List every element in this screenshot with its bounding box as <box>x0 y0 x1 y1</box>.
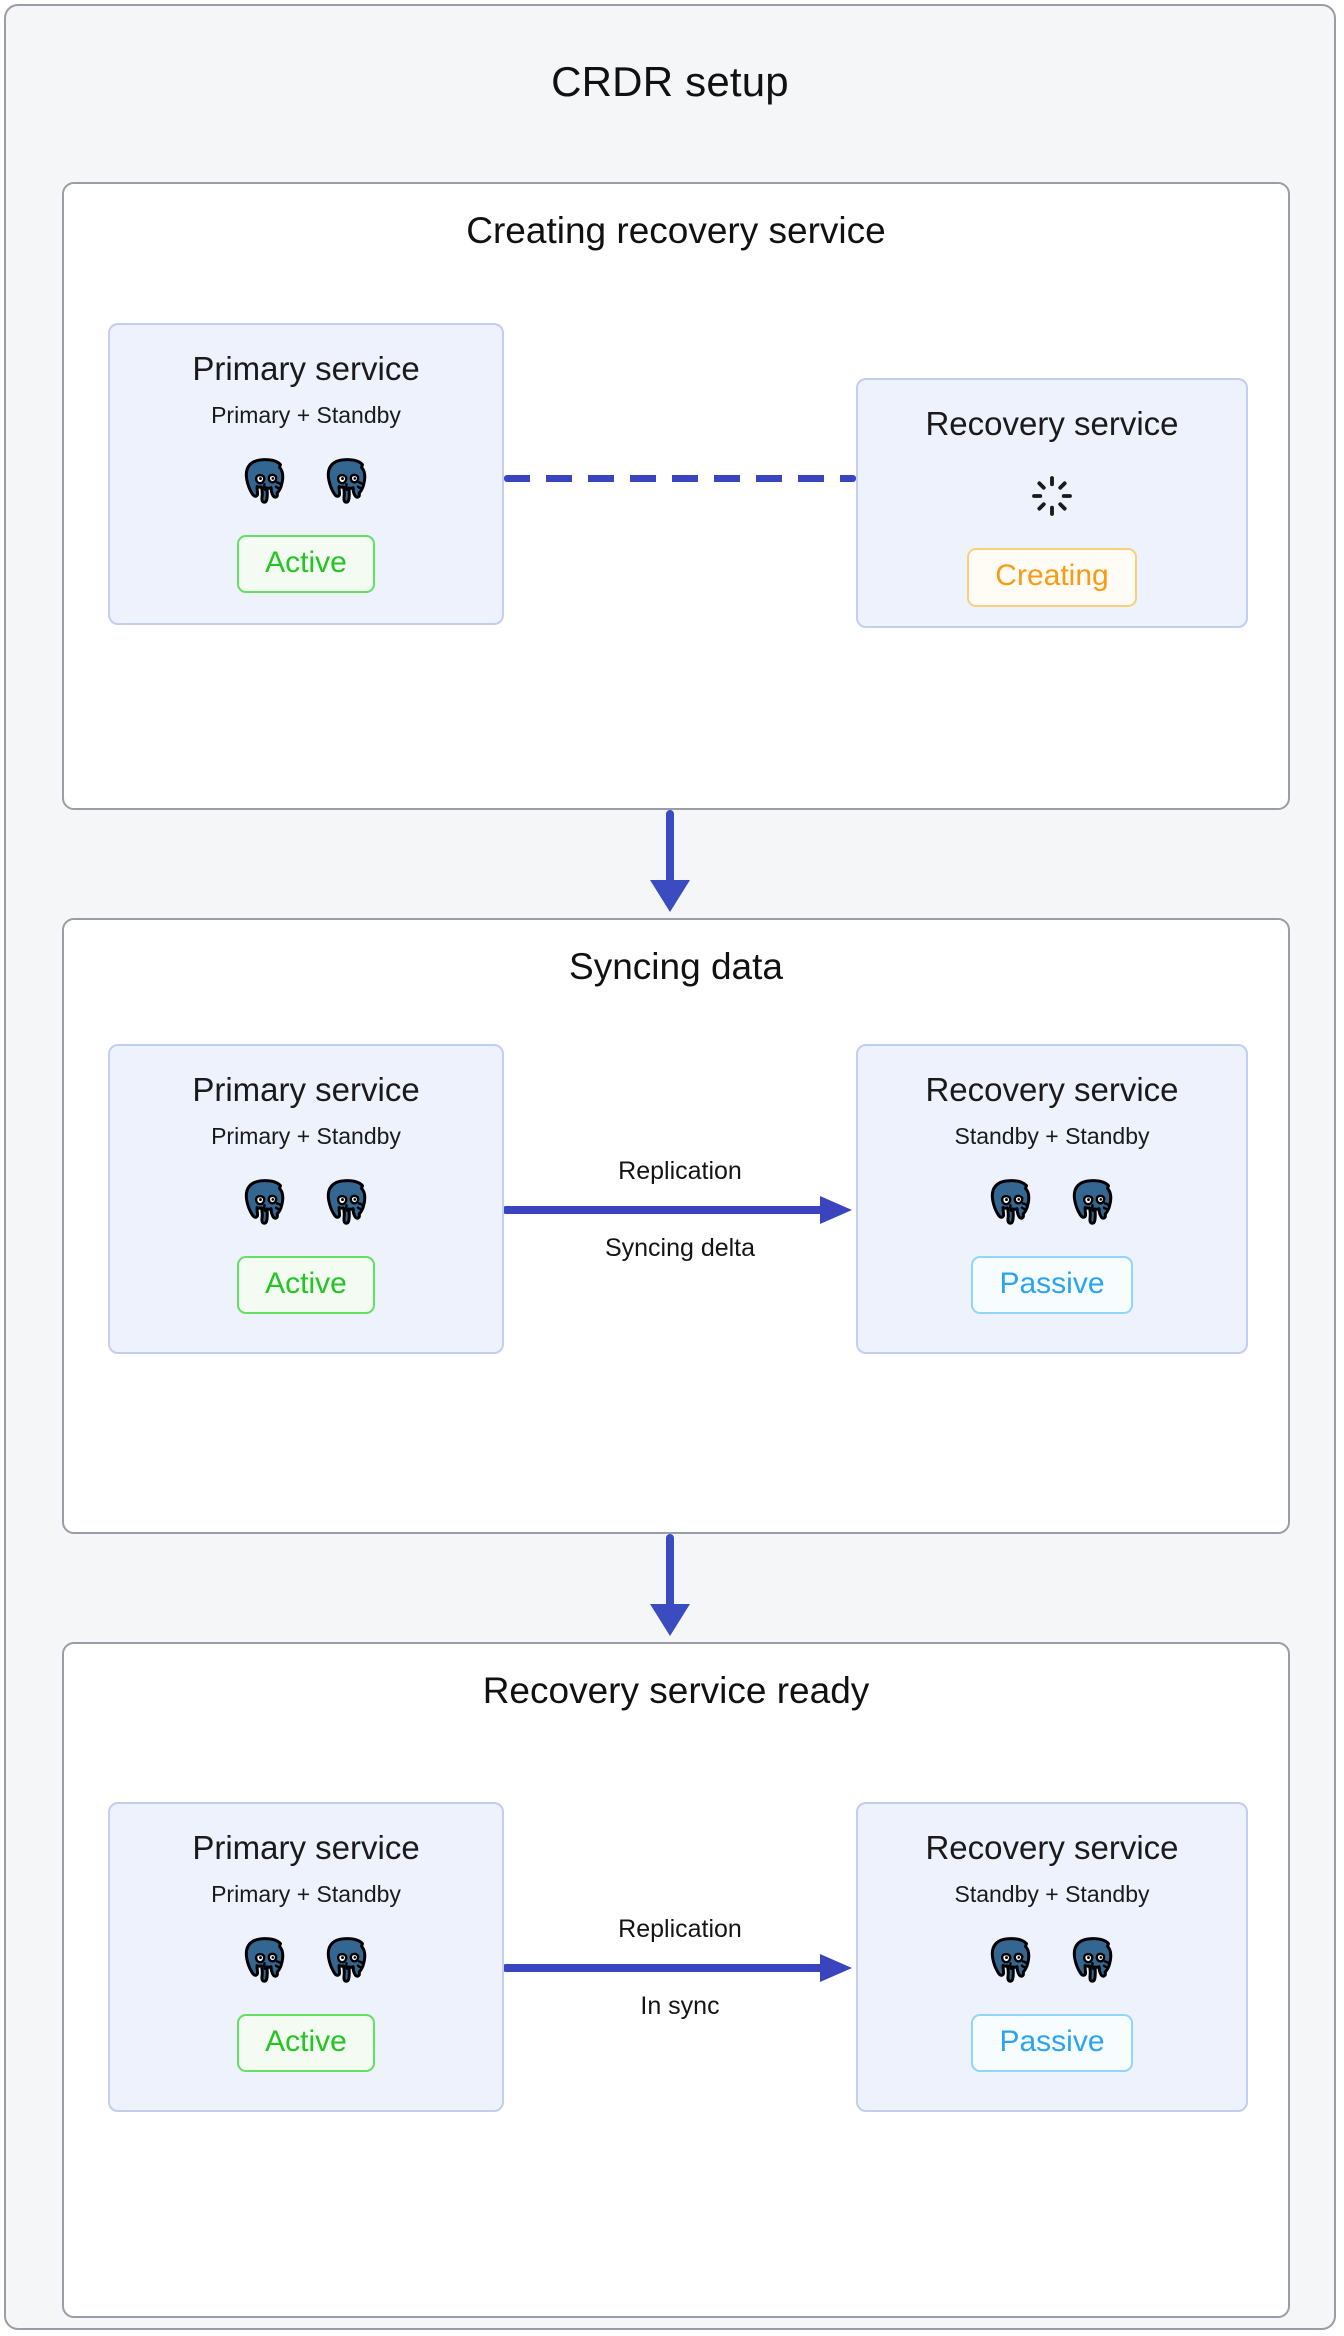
node-list <box>110 451 502 511</box>
recovery-service-card: Recovery service Creating <box>856 378 1248 628</box>
status-badge-row: Passive <box>858 2013 1246 2073</box>
postgresql-elephant-icon <box>1063 1930 1123 1990</box>
postgresql-elephant-icon <box>981 1930 1041 1990</box>
page-title: CRDR setup <box>551 58 789 105</box>
card-topology: Primary + Standby <box>211 402 401 429</box>
status-badge-row: Active <box>110 534 502 594</box>
status-badge: Active <box>237 534 375 594</box>
right-arrow-icon <box>504 1953 852 1982</box>
status-badge-row: Creating <box>858 548 1246 607</box>
status-badge-row: Active <box>110 2013 502 2073</box>
postgresql-elephant-icon <box>317 1172 377 1232</box>
replication-label-bottom: Syncing delta <box>604 1233 756 1262</box>
replication-connector: Replication Syncing delta <box>504 1157 856 1263</box>
replication-label-top: Replication <box>618 1157 742 1185</box>
postgresql-elephant-icon <box>317 1930 377 1990</box>
node-list <box>110 1172 502 1232</box>
primary-service-card: Primary service Primary + Standby <box>108 1802 504 2112</box>
down-arrow-icon <box>6 1534 1334 1642</box>
stage-title: Recovery service ready <box>482 1670 870 1711</box>
postgresql-elephant-icon <box>235 1930 295 1990</box>
postgresql-elephant-icon <box>1063 1172 1123 1232</box>
pending-replication-link <box>504 475 856 482</box>
node-list <box>110 1930 502 1990</box>
status-badge: Passive <box>971 1255 1133 1315</box>
card-topology: Standby + Standby <box>954 1123 1150 1150</box>
status-badge-row: Passive <box>858 1255 1246 1315</box>
node-list <box>858 1930 1246 1990</box>
card-title: Recovery service <box>925 405 1179 442</box>
card-topology: Primary + Standby <box>211 1881 401 1908</box>
card-title: Primary service <box>192 1071 420 1108</box>
replication-connector: Replication In sync <box>504 1915 856 2021</box>
stage-title: Creating recovery service <box>466 210 886 251</box>
status-badge: Creating <box>967 548 1137 607</box>
card-topology: Standby + Standby <box>954 1881 1150 1908</box>
card-title: Primary service <box>192 1829 420 1866</box>
recovery-service-card: Recovery service Standby + Standby <box>856 1044 1248 1354</box>
stage-panel-creating: Creating recovery service Primary servic… <box>62 182 1290 810</box>
card-title: Recovery service <box>925 1829 1179 1866</box>
replication-label-top: Replication <box>618 1915 742 1943</box>
card-topology: Primary + Standby <box>211 1123 401 1150</box>
stage-panel-ready: Recovery service ready Primary service P… <box>62 1642 1290 2318</box>
postgresql-elephant-icon <box>317 451 377 511</box>
postgresql-elephant-icon <box>981 1172 1041 1232</box>
status-badge-row: Active <box>110 1255 502 1315</box>
card-title: Primary service <box>192 350 420 387</box>
status-badge: Passive <box>971 2013 1133 2073</box>
postgresql-elephant-icon <box>235 451 295 511</box>
stage-title: Syncing data <box>569 946 783 987</box>
spinner-icon <box>858 468 1246 524</box>
right-arrow-icon <box>504 1195 852 1224</box>
down-arrow-icon <box>6 810 1334 918</box>
stage-panel-syncing: Syncing data Primary service Primary + S… <box>62 918 1290 1534</box>
replication-label-bottom: In sync <box>640 1991 720 2020</box>
status-badge: Active <box>237 2013 375 2073</box>
status-badge: Active <box>237 1255 375 1315</box>
diagram-frame: CRDR setup Creating recovery service Pri… <box>4 4 1336 2330</box>
node-list <box>858 1172 1246 1232</box>
primary-service-card: Primary service Primary + Standby <box>108 323 504 625</box>
recovery-service-card: Recovery service Standby + Standby <box>856 1802 1248 2112</box>
postgresql-elephant-icon <box>235 1172 295 1232</box>
card-title: Recovery service <box>925 1071 1179 1108</box>
primary-service-card: Primary service Primary + Standby <box>108 1044 504 1354</box>
